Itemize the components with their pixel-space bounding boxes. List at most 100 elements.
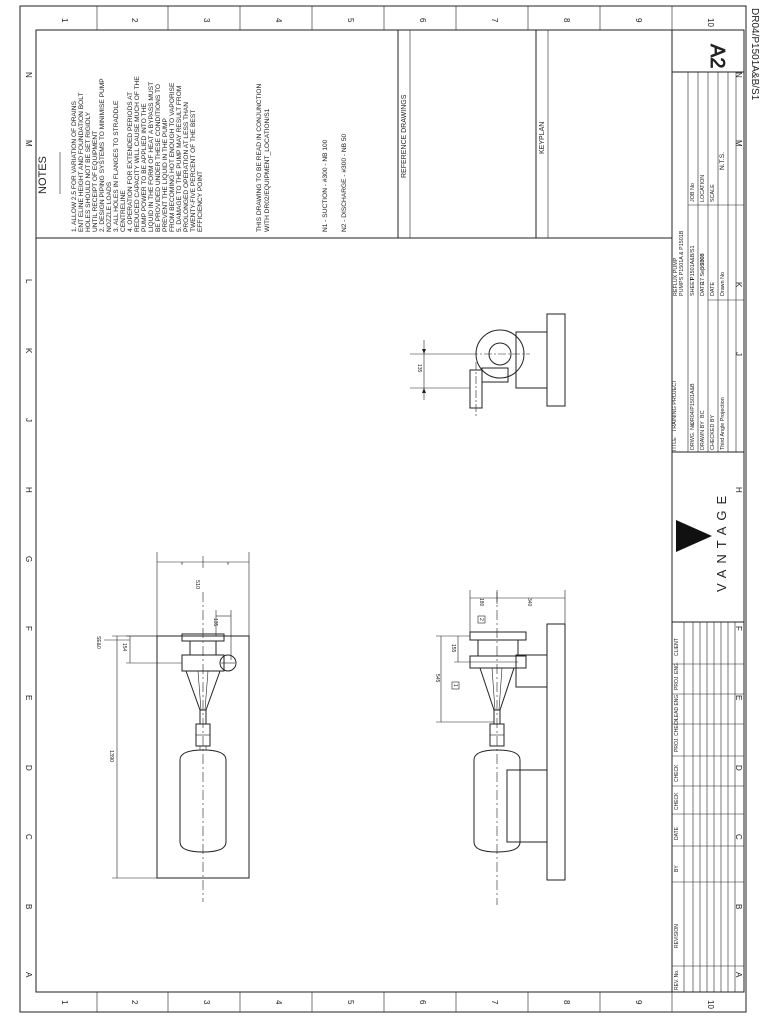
conjunction-line-0: THIS DRAWING TO BE READ IN CONJUNCTION <box>256 84 263 232</box>
dim-elev-155: 155 <box>450 644 456 653</box>
nozzle-marker-n1 <box>451 681 460 690</box>
drawn-label: DRAWN BY <box>700 421 706 450</box>
left-row-letters: A B C D E F G H J K L M N <box>24 72 33 978</box>
row-letter-rc: C <box>734 834 743 840</box>
nozzle-marker-n1-label: 1 <box>452 684 458 687</box>
note-line-10: PUMP POWER TO BE APPLIED INTO THE <box>141 103 148 232</box>
plan-dimensions: 1390 510 = = 135 154 SE&0 <box>95 552 250 879</box>
note-line-15: 5. DAMAGE TO THE PUMP MAY RESULT FROM <box>176 86 183 232</box>
rev-header-6: PROJ. CHECK <box>674 718 680 752</box>
row-letter-h: H <box>24 487 33 493</box>
row-letter-c: C <box>24 834 33 840</box>
col-num-b7: 7 <box>490 1000 499 1005</box>
subtitle-1: REFLUX PUMP <box>673 257 679 296</box>
elevation-view: 1 2 180 340 545 155 <box>434 590 566 905</box>
end-discharge-pipe <box>481 367 509 383</box>
dim-elev-340: 340 <box>526 598 532 607</box>
col-num-10: 10 <box>706 18 715 27</box>
row-letter-j: J <box>24 418 33 422</box>
col-num-9: 9 <box>634 18 643 23</box>
elev-suction-flange <box>469 631 527 641</box>
rev-header-9: CLIENT <box>674 638 680 656</box>
bottom-column-strip <box>96 992 673 1012</box>
col-num-7: 7 <box>490 18 499 23</box>
note-line-9: REDUCED CAPACITY WILL CAUSE MUCH OF THE <box>134 76 141 232</box>
col-num-6: 6 <box>418 18 427 23</box>
reference-drawings-label: REFERENCE DRAWINGS <box>401 94 408 178</box>
col-num-b6: 6 <box>418 1000 427 1005</box>
vantage-logo-icon <box>676 520 712 552</box>
revision-block: REV. No. REVISION BY DATE CHECK CHECK PR… <box>672 622 744 992</box>
col-num-b3: 3 <box>202 1000 211 1005</box>
row-letter-k: K <box>24 348 33 354</box>
row-letter-g: G <box>24 556 33 562</box>
elev-baseplate <box>546 623 566 881</box>
col-num-b4: 4 <box>274 1000 283 1005</box>
row-letter-a: A <box>24 972 33 978</box>
col-num-b10: 10 <box>706 1000 715 1009</box>
note-line-3: UNTIL RECEIPT OF EQUIPMENT <box>92 131 99 232</box>
col-num-5: 5 <box>346 18 355 23</box>
nozzle-marker-n2-label: 2 <box>478 618 484 621</box>
top-column-numbers: 1 2 3 4 5 6 7 8 9 10 <box>60 18 715 27</box>
col-num-3: 3 <box>202 18 211 23</box>
sheet-size: A2 <box>706 44 728 68</box>
end-discharge-flange <box>469 369 483 409</box>
dim-elev-545: 545 <box>434 674 440 683</box>
col-num-2: 2 <box>130 18 139 23</box>
col-num-b8: 8 <box>562 1000 571 1005</box>
note-line-4: 2. DESIGN PIPING SYSTEMS TO MINIMISE PUM… <box>99 78 106 232</box>
conjunction-line-1: WITH DR02/EQUIPMENT_LOCATION/S1 <box>264 108 271 232</box>
col-num-b1: 1 <box>60 1000 69 1005</box>
dim-plan-154: 154 <box>121 643 127 652</box>
dim-elev-180: 180 <box>478 598 484 607</box>
elev-motor <box>473 749 521 853</box>
row-letter-ra: A <box>734 972 743 978</box>
keyplan-label: KEYPLAN <box>539 122 546 154</box>
sheet-value: P1501A&B/S1 <box>690 246 696 280</box>
note-line-12: BE PROVIDED UNDER THESE CONDITIONS TO <box>155 84 162 232</box>
elevation-dimensions: 180 340 545 155 <box>434 590 566 723</box>
company-name: VANTAGE <box>714 490 729 592</box>
end-view: 135 <box>410 313 566 416</box>
sheet-label: SHEET <box>690 277 696 296</box>
end-support <box>515 331 548 389</box>
drawn-no-label: Drawn No <box>720 272 726 296</box>
rev-header-0: REV. No. <box>674 970 680 990</box>
right-row-letters: A B C D E F H J K M N <box>734 72 743 978</box>
row-letter-rd: D <box>734 765 743 771</box>
scale-value: N.T.S. <box>719 152 726 170</box>
row-letter-n: N <box>24 72 33 78</box>
row-letter-e: E <box>24 695 33 700</box>
note-line-2: HOLES SHOULD NOT BE SET RIGIDLY <box>85 111 92 232</box>
job-label: JOB No <box>690 183 696 202</box>
elev-pump-body <box>477 639 519 657</box>
row-letter-rm: M <box>734 140 743 147</box>
col-num-1: 1 <box>60 18 69 23</box>
col-num-b2: 2 <box>130 1000 139 1005</box>
dim-plan-width: 510 <box>194 580 200 589</box>
scale-label: SCALE <box>710 184 716 202</box>
drwg-no-label: DRWG. No. <box>690 422 696 450</box>
note-line-17: TWENTY-FIVE PERCENT OF THE BEST <box>190 110 197 232</box>
plan-motor <box>179 749 227 853</box>
drwg-no-value: DR04/P1501A&B <box>690 383 696 425</box>
rev-header-5: CHECK <box>674 764 680 782</box>
row-letter-re: E <box>734 695 743 700</box>
dim-plan-top: SE&0 <box>95 636 101 649</box>
drawn-value: BC <box>700 410 706 418</box>
notes-text-block: NOTES 1. ALLOW 2.5 FOR VARIATION OF DRAI… <box>37 76 348 232</box>
svg-text:=: = <box>224 562 230 565</box>
row-letter-d: D <box>24 765 33 771</box>
dim-plan-135: 135 <box>212 618 218 627</box>
date-value: 17 Sep 2003 <box>700 253 706 284</box>
row-letter-b: B <box>24 904 33 909</box>
end-baseplate <box>546 313 566 407</box>
note-line-14: FROM BECOMING HOT ENOUGH TO VAPORISE <box>169 82 176 232</box>
projection: Third Angle Projection <box>720 397 726 450</box>
rev-header-1: REVISION <box>674 924 680 948</box>
title-label: TITLE <box>672 437 678 452</box>
col-num-8: 8 <box>562 18 571 23</box>
col-num-b9: 9 <box>634 1000 643 1005</box>
